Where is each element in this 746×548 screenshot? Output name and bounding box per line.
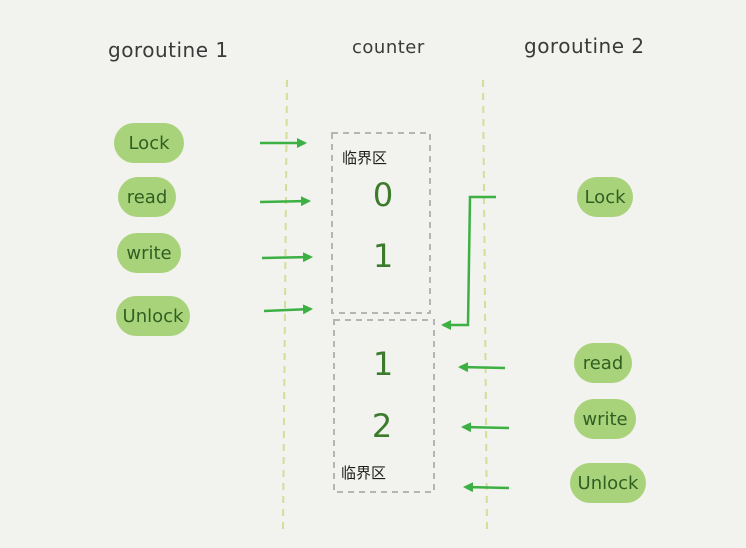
g1-op-unlock: Unlock xyxy=(116,296,190,336)
arrow-g2-unlock xyxy=(463,482,510,493)
g1-op-write: write xyxy=(117,233,181,273)
lane-divider-right xyxy=(482,79,488,531)
critical-section-2-value-before: 1 xyxy=(372,345,394,383)
arrow-g2-read xyxy=(458,362,506,373)
critical-section-1-label: 临界区 xyxy=(342,149,388,167)
arrow-g2-write xyxy=(461,422,510,433)
g2-op-write: write xyxy=(574,399,636,439)
critical-section-1-value-before: 0 xyxy=(372,176,394,214)
goroutine2-header: goroutine 2 xyxy=(524,34,645,58)
g2-op-unlock: Unlock xyxy=(570,463,646,503)
goroutine1-header: goroutine 1 xyxy=(108,38,229,62)
counter-header: counter xyxy=(352,37,425,58)
critical-section-box-2 xyxy=(333,319,435,493)
critical-section-2-value-after: 2 xyxy=(371,407,393,445)
arrow-g1-unlock xyxy=(263,304,313,315)
g2-op-read: read xyxy=(574,343,632,383)
g2-op-lock: Lock xyxy=(577,177,633,217)
arrow-g1-read xyxy=(259,196,311,207)
arrow-g1-write xyxy=(261,252,313,263)
critical-section-1-value-after: 1 xyxy=(372,237,394,275)
lane-divider-left xyxy=(282,79,288,531)
g1-op-read: read xyxy=(118,177,176,217)
critical-section-2-label: 临界区 xyxy=(341,464,387,482)
arrow-g2-lock-wait xyxy=(441,195,496,330)
g1-op-lock: Lock xyxy=(114,123,184,163)
critical-section-box-1 xyxy=(331,132,431,314)
